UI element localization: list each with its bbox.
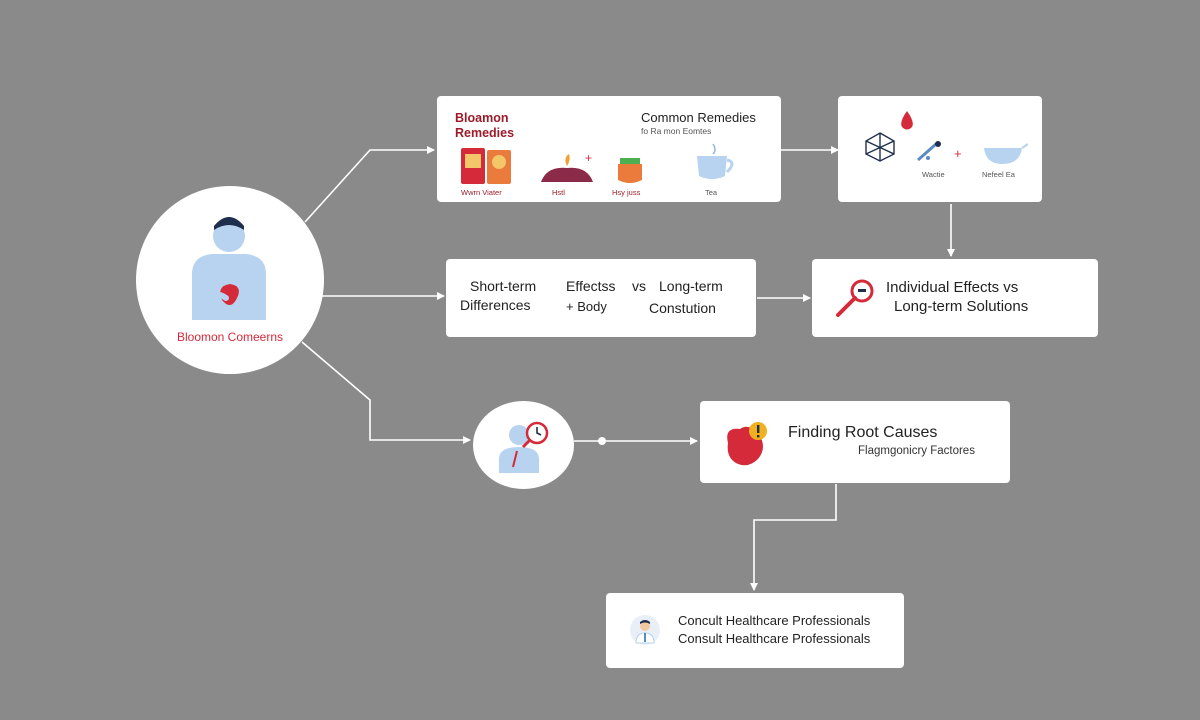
remedy-label-2: Hstl bbox=[552, 188, 565, 197]
link-concerns-remedies bbox=[304, 146, 435, 223]
magnifier-icon bbox=[836, 279, 874, 317]
link-concerns-doctor bbox=[301, 341, 471, 444]
ingredients-box[interactable]: + Wactie Nefeel Ea bbox=[838, 96, 1042, 202]
remedies-title-left: Bloamon Remedies bbox=[455, 111, 515, 140]
effects-box[interactable]: Short-term Effectss vs Long-term Differe… bbox=[446, 259, 756, 337]
bowl-icon bbox=[984, 143, 1028, 164]
doctor-node[interactable] bbox=[473, 401, 574, 489]
stomach-alert-icon bbox=[727, 422, 767, 466]
effects-line1-right: Long-term bbox=[659, 278, 723, 294]
dropper-icon: + bbox=[917, 141, 962, 162]
concerns-node[interactable]: Bloomon Comeerns bbox=[136, 186, 324, 374]
teacup-icon bbox=[697, 143, 734, 179]
root-causes-title: Finding Root Causes bbox=[788, 424, 938, 441]
remedy-label-4: Tea bbox=[705, 188, 718, 197]
remedy-label-1: Wwrn Viater bbox=[461, 188, 502, 197]
link-root-consult bbox=[750, 484, 837, 591]
remedies-subtitle: fo Ra mon Eomtes bbox=[641, 126, 712, 136]
honey-jar-icon bbox=[618, 158, 642, 183]
molecule-icon bbox=[865, 132, 895, 162]
effects-line1-vs: vs bbox=[632, 278, 646, 294]
effects-line2-mid: + Body bbox=[566, 299, 607, 314]
svg-text:+: + bbox=[585, 152, 592, 165]
jars-icon bbox=[461, 148, 511, 184]
connector-dot bbox=[598, 437, 606, 445]
drop-icon bbox=[901, 111, 913, 130]
remedies-title-right: Common Remedies bbox=[641, 110, 756, 125]
doctor-magnifier-icon bbox=[499, 421, 549, 473]
consult-box[interactable]: Concult Healthcare Professionals Consult… bbox=[606, 593, 904, 668]
ingredient-label-1: Wactie bbox=[922, 170, 945, 179]
solutions-line1: Individual Effects vs bbox=[886, 279, 1019, 296]
remedy-label-3: Hsy juss bbox=[612, 188, 641, 197]
svg-text:+: + bbox=[954, 146, 962, 161]
effects-line1-mid: Effectss bbox=[566, 278, 616, 294]
root-causes-box[interactable]: Finding Root Causes Flagmgonicry Factore… bbox=[700, 401, 1010, 483]
doctor-avatar-icon bbox=[630, 615, 660, 645]
effects-line2-right: Constution bbox=[649, 300, 716, 316]
effects-line1-left: Short-term bbox=[470, 278, 537, 294]
consult-line2: Consult Healthcare Professionals bbox=[678, 631, 871, 646]
remedies-box[interactable]: Bloamon Remedies Common Remedies fo Ra m… bbox=[437, 96, 781, 202]
solutions-box[interactable]: Individual Effects vs Long-term Solution… bbox=[812, 259, 1098, 337]
ingredient-label-2: Nefeel Ea bbox=[982, 170, 1015, 179]
consult-line1: Concult Healthcare Professionals bbox=[678, 613, 871, 628]
solutions-line2: Long-term Solutions bbox=[894, 298, 1029, 315]
root-causes-subtitle: Flagmgonicry Factores bbox=[858, 445, 975, 457]
person-stomach-icon bbox=[192, 217, 266, 320]
effects-line2-left: Differences bbox=[460, 297, 531, 313]
herb-bowl-icon: + bbox=[541, 152, 593, 182]
concerns-label: Bloomon Comeerns bbox=[176, 330, 284, 344]
